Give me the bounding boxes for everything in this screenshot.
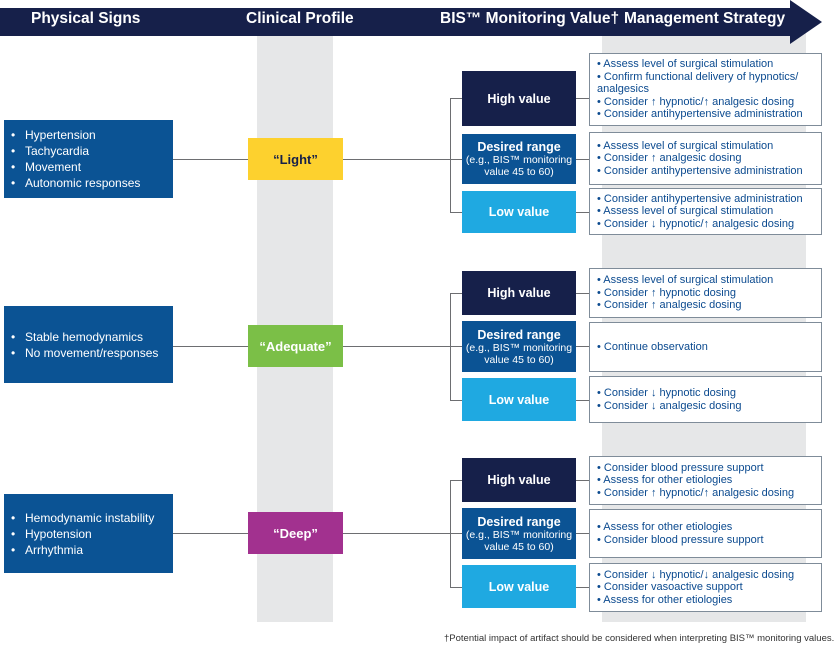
profile-adequate: “Adequate”	[248, 325, 343, 367]
value-desired-light: Desired range (e.g., BIS™ monitoring val…	[462, 134, 576, 184]
connector	[450, 293, 462, 294]
strategy-item: • Assess for other etiologies	[597, 521, 733, 533]
strategy-box: • Continue observation	[589, 322, 822, 372]
strategy-item: • Consider ↓ hypnotic/↓ analgesic dosing	[597, 568, 795, 581]
connector	[450, 98, 451, 212]
header-bis-value: BIS™ Monitoring Value†	[440, 10, 620, 27]
value-low-deep: Low value	[462, 565, 576, 608]
connector	[576, 159, 589, 160]
profile-deep: “Deep”	[248, 512, 343, 554]
connector	[576, 98, 589, 99]
strategy-item: • Consider ↑ hypnotic dosing	[597, 286, 736, 299]
strategy-box: • Consider ↓ hypnotic dosing • Consider …	[589, 376, 822, 423]
sign-item: •Hypotension	[11, 526, 92, 541]
value-high-deep: High value	[462, 458, 576, 502]
strategy-box: • Assess level of surgical stimulation •…	[589, 132, 822, 185]
strategy-item: • Continue observation	[597, 340, 708, 353]
strategy-box: • Assess for other etiologies • Consider…	[589, 509, 822, 558]
strategy-item: • Consider ↓ hypnotic dosing	[597, 387, 736, 399]
strategy-item: • Consider antihypertensive administrati…	[597, 192, 803, 205]
value-high-adequate: High value	[462, 271, 576, 315]
strategy-item: • Assess level of surgical stimulation	[597, 205, 774, 218]
header-arrow	[0, 0, 822, 44]
connector	[576, 293, 589, 294]
strategy-item: • Consider ↑ analgesic dosing	[597, 152, 742, 165]
strategy-item: • Consider ↑ hypnotic/↑ analgesic dosing	[597, 486, 795, 499]
strategy-item: • Assess level of surgical stimulation	[597, 139, 774, 152]
sign-item: •Movement	[11, 160, 82, 174]
value-high-light: High value	[462, 71, 576, 126]
connector	[576, 587, 589, 588]
sign-item: •Hemodynamic instability	[11, 510, 155, 525]
strategy-item: • Assess level of surgical stimulation	[597, 58, 774, 71]
connector	[576, 346, 589, 347]
value-low-light: Low value	[462, 191, 576, 233]
connector	[450, 98, 462, 99]
header-clinical-profile: Clinical Profile	[246, 10, 354, 27]
sign-item: •Autonomic responses	[11, 176, 141, 190]
strategy-item: • Consider blood pressure support	[597, 461, 764, 474]
strategy-box: • Consider blood pressure support • Asse…	[589, 456, 822, 505]
connector	[343, 533, 450, 534]
strategy-box: • Consider ↓ hypnotic/↓ analgesic dosing…	[589, 563, 822, 612]
footnote: †Potential impact of artifact should be …	[444, 633, 835, 644]
strategy-box: • Consider antihypertensive administrati…	[589, 188, 822, 235]
strategy-item: • Assess level of surgical stimulation	[597, 274, 774, 287]
connector	[343, 346, 450, 347]
value-desired-adequate: Desired range (e.g., BIS™ monitoring val…	[462, 321, 576, 372]
connector	[173, 159, 248, 160]
strategy-item: • Consider ↓ hypnotic/↑ analgesic dosing	[597, 217, 795, 230]
connector	[450, 346, 462, 347]
strategy-item: • Consider ↓ analgesic dosing	[597, 399, 742, 412]
connector	[343, 159, 450, 160]
connector	[450, 159, 462, 160]
strategy-item: • Consider ↑ analgesic dosing	[597, 299, 742, 312]
sign-item: •Stable hemodynamics	[11, 329, 144, 344]
strategy-item: • Confirm functional delivery of hypnoti…	[597, 70, 799, 96]
physical-signs-box-deep: •Hemodynamic instability •Hypotension •A…	[4, 494, 173, 573]
connector	[450, 400, 462, 401]
header-physical-signs: Physical Signs	[31, 10, 141, 27]
sign-item: •Hypertension	[11, 128, 96, 142]
strategy-item: • Consider antihypertensive administrati…	[597, 164, 803, 177]
connector	[173, 533, 248, 534]
connector	[450, 212, 462, 213]
connector	[576, 212, 589, 213]
strategy-item: • Consider ↑ hypnotic/↑ analgesic dosing	[597, 95, 795, 108]
strategy-box: • Assess level of surgical stimulation •…	[589, 53, 822, 126]
connector	[450, 480, 462, 481]
connector	[450, 587, 462, 588]
strategy-box: • Assess level of surgical stimulation •…	[589, 268, 822, 318]
strategy-item: • Consider antihypertensive administrati…	[597, 108, 803, 121]
connector	[450, 533, 462, 534]
header-management: Management Strategy	[624, 10, 786, 27]
physical-signs-box-adequate: •Stable hemodynamics •No movement/respon…	[4, 306, 173, 383]
sign-item: •No movement/responses	[11, 345, 159, 360]
sign-item: •Tachycardia	[11, 144, 90, 158]
strategy-item: • Assess for other etiologies	[597, 474, 733, 487]
profile-light: “Light”	[248, 138, 343, 180]
physical-signs-box-light: •Hypertension •Tachycardia •Movement •Au…	[4, 120, 173, 198]
strategy-item: • Assess for other etiologies	[597, 593, 733, 606]
sign-item: •Arrhythmia	[11, 542, 84, 557]
strategy-item: • Consider vasoactive support	[597, 581, 743, 594]
strategy-item: • Consider blood pressure support	[597, 533, 764, 546]
connector	[576, 480, 589, 481]
value-low-adequate: Low value	[462, 378, 576, 421]
connector	[173, 346, 248, 347]
value-desired-deep: Desired range (e.g., BIS™ monitoring val…	[462, 508, 576, 559]
connector	[576, 400, 589, 401]
connector	[576, 533, 589, 534]
